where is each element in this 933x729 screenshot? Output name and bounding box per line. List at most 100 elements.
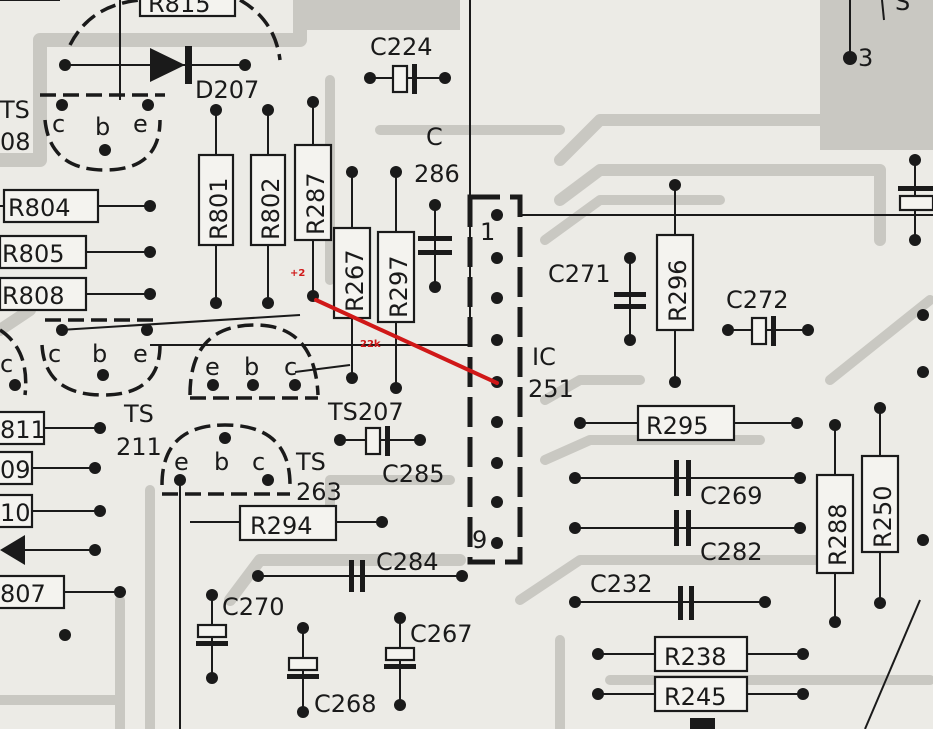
- resistor-r807: 807: [0, 574, 126, 610]
- svg-text:e: e: [174, 448, 189, 476]
- svg-text:R287: R287: [302, 173, 330, 235]
- resistor-r295: R295: [574, 404, 803, 442]
- resistor-r288: R288: [815, 419, 855, 628]
- svg-text:e: e: [133, 340, 148, 368]
- capacitor-right-edge: [898, 154, 933, 246]
- resistor-r811: 811: [0, 410, 106, 446]
- label-ts263-b: 263: [296, 478, 342, 506]
- resistor-r245: R245: [592, 675, 809, 729]
- svg-text:R238: R238: [664, 643, 726, 671]
- annotation-22k: 22k: [360, 339, 381, 350]
- svg-text:c: c: [52, 110, 65, 138]
- transistor-center: e b c: [188, 323, 320, 400]
- svg-text:C268: C268: [314, 690, 377, 718]
- svg-text:C272: C272: [726, 286, 789, 314]
- svg-text:R245: R245: [664, 683, 726, 711]
- svg-text:C282: C282: [700, 538, 763, 566]
- svg-text:R805: R805: [2, 240, 64, 268]
- label-ic: IC: [532, 343, 556, 371]
- diode-left-edge: [0, 535, 101, 565]
- svg-text:R297: R297: [385, 256, 413, 318]
- svg-text:811: 811: [0, 416, 46, 444]
- svg-text:C267: C267: [410, 620, 473, 648]
- transistor-ts211: c b e TS 211: [40, 318, 162, 461]
- capacitor-c282: C282: [569, 510, 806, 566]
- resistor-r296: R296: [655, 179, 695, 388]
- resistor-r805: R805: [0, 234, 156, 270]
- label-ts263-a: TS: [295, 448, 326, 476]
- resistor-r238: R238: [592, 635, 809, 673]
- svg-text:R802: R802: [257, 178, 285, 240]
- svg-text:R288: R288: [824, 504, 852, 566]
- ic-pin-9: 9: [472, 526, 487, 554]
- resistor-r801: R801: [197, 104, 235, 309]
- label-r815: R815: [148, 0, 210, 18]
- svg-text:R250: R250: [869, 486, 897, 548]
- svg-text:C232: C232: [590, 570, 653, 598]
- svg-text:b: b: [95, 113, 110, 141]
- pad-left-bottom: [59, 629, 71, 641]
- svg-text:09: 09: [0, 456, 31, 484]
- label-ts207: TS207: [327, 398, 404, 426]
- svg-text:R267: R267: [341, 250, 369, 312]
- svg-text:C285: C285: [382, 460, 445, 488]
- svg-text:R804: R804: [8, 194, 70, 222]
- capacitor-c272: C272: [722, 286, 814, 346]
- label-ts208-a: TS: [0, 96, 30, 124]
- resistor-r267: R267: [332, 166, 372, 384]
- capacitor-c269: C269: [569, 460, 806, 510]
- svg-text:R801: R801: [205, 178, 233, 240]
- resistor-r250: R250: [860, 402, 900, 609]
- ic-pin-1: 1: [480, 218, 495, 246]
- svg-text:C270: C270: [222, 593, 285, 621]
- svg-text:R808: R808: [2, 282, 64, 310]
- svg-text:b: b: [244, 353, 259, 381]
- transistor-ts208: c b e TS 08: [0, 93, 165, 172]
- capacitor-c232: C232: [569, 570, 771, 620]
- svg-text:R294: R294: [250, 512, 312, 540]
- resistor-r287: R287: [293, 96, 333, 302]
- capacitor-c284: C284: [252, 548, 468, 592]
- resistor-r297: R297: [376, 166, 416, 394]
- capacitor-c286: C 286: [414, 123, 460, 293]
- svg-text:S: S: [895, 0, 910, 16]
- label-ts211-b: 211: [116, 433, 162, 461]
- capacitor-c270: C270: [196, 589, 285, 684]
- svg-text:C271: C271: [548, 260, 611, 288]
- label-ts208-b: 08: [0, 128, 31, 156]
- red-marker-line: [314, 298, 499, 385]
- transistor-left-edge: c: [0, 328, 28, 396]
- diode-d207: D207: [59, 0, 259, 104]
- svg-text:R295: R295: [646, 412, 708, 440]
- svg-text:e: e: [133, 110, 148, 138]
- transistor-ts263: e b c TS 263: [160, 423, 342, 506]
- svg-text:c: c: [48, 340, 61, 368]
- svg-text:10: 10: [0, 499, 31, 527]
- resistor-r804: R804: [0, 188, 156, 224]
- capacitor-c271: C271: [548, 252, 646, 346]
- svg-text:C269: C269: [700, 482, 763, 510]
- svg-text:807: 807: [0, 580, 46, 608]
- svg-text:286: 286: [414, 160, 460, 188]
- svg-text:c: c: [252, 448, 265, 476]
- capacitor-c224: C224: [364, 33, 451, 94]
- svg-text:b: b: [92, 340, 107, 368]
- capacitor-c268: C268: [287, 622, 377, 718]
- svg-text:C284: C284: [376, 548, 439, 576]
- svg-text:c: c: [284, 353, 297, 381]
- svg-text:e: e: [205, 353, 220, 381]
- svg-text:b: b: [214, 448, 229, 476]
- red-annotation: +2 22k: [290, 268, 499, 385]
- ic-251: 1 9 IC 251: [467, 194, 574, 565]
- svg-text:c: c: [0, 350, 13, 378]
- resistor-r802: R802: [249, 104, 287, 309]
- svg-text:3: 3: [858, 44, 873, 72]
- capacitor-c267: C267: [384, 612, 473, 711]
- capacitor-c285: TS207 C285: [327, 398, 445, 488]
- label-c224: C224: [370, 33, 433, 61]
- label-ts211-a: TS: [123, 400, 154, 428]
- svg-text:R296: R296: [664, 260, 692, 322]
- resistor-r809: 09: [0, 450, 101, 486]
- resistor-r815: R815: [68, 0, 282, 61]
